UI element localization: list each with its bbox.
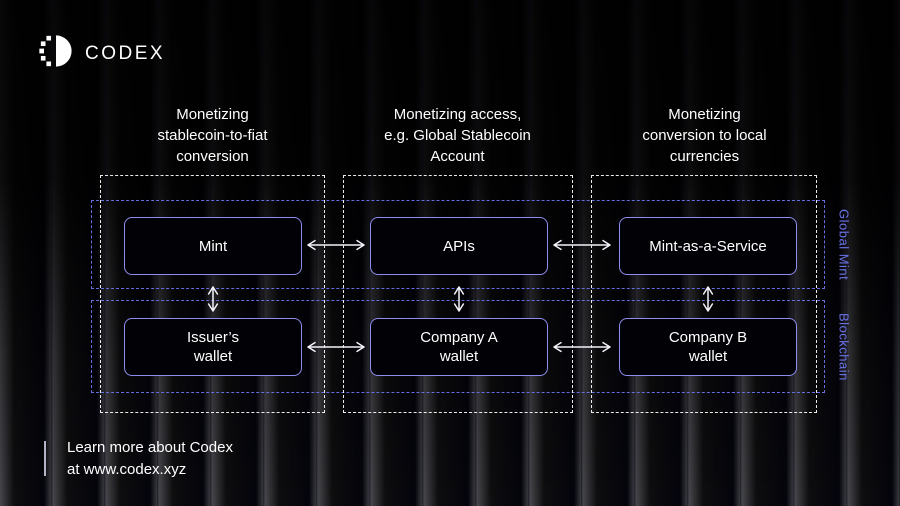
arrow-issuers-companya — [302, 340, 370, 354]
node-mint-as-a-service: Mint-as-a-Service — [619, 217, 797, 275]
arrow-apis-companya — [452, 281, 466, 317]
row-label-blockchain: Blockchain — [836, 312, 852, 381]
node-issuers-wallet: Issuer’s wallet — [124, 318, 302, 376]
node-mint: Mint — [124, 217, 302, 275]
node-company-b-wallet: Company B wallet — [619, 318, 797, 376]
arrow-apis-maas — [548, 238, 616, 252]
column-group-1 — [100, 175, 325, 413]
brand: CODEX — [38, 33, 165, 74]
footer-text: Learn more about Codex at www.codex.xyz — [67, 439, 233, 478]
codex-logo-icon — [38, 33, 74, 74]
arrow-companya-companyb — [548, 340, 616, 354]
node-apis: APIs — [370, 217, 548, 275]
column-header-access: Monetizing access, e.g. Global Stablecoi… — [384, 106, 531, 165]
node-company-a-wallet: Company A wallet — [370, 318, 548, 376]
footer-divider — [44, 441, 46, 476]
column-group-3 — [591, 175, 817, 413]
column-group-2 — [343, 175, 573, 413]
arrow-maas-companyb — [701, 281, 715, 317]
column-header-stablecoin-to-fiat: Monetizing stablecoin-to-fiat conversion — [157, 106, 268, 165]
brand-name: CODEX — [85, 42, 166, 64]
arrow-mint-issuers — [206, 281, 220, 317]
row-label-global-mint: Global Mint — [836, 208, 852, 281]
column-header-local-currencies: Monetizing conversion to local currencie… — [642, 106, 767, 165]
row-band-blockchain — [91, 300, 825, 393]
arrow-mint-apis — [302, 238, 370, 252]
